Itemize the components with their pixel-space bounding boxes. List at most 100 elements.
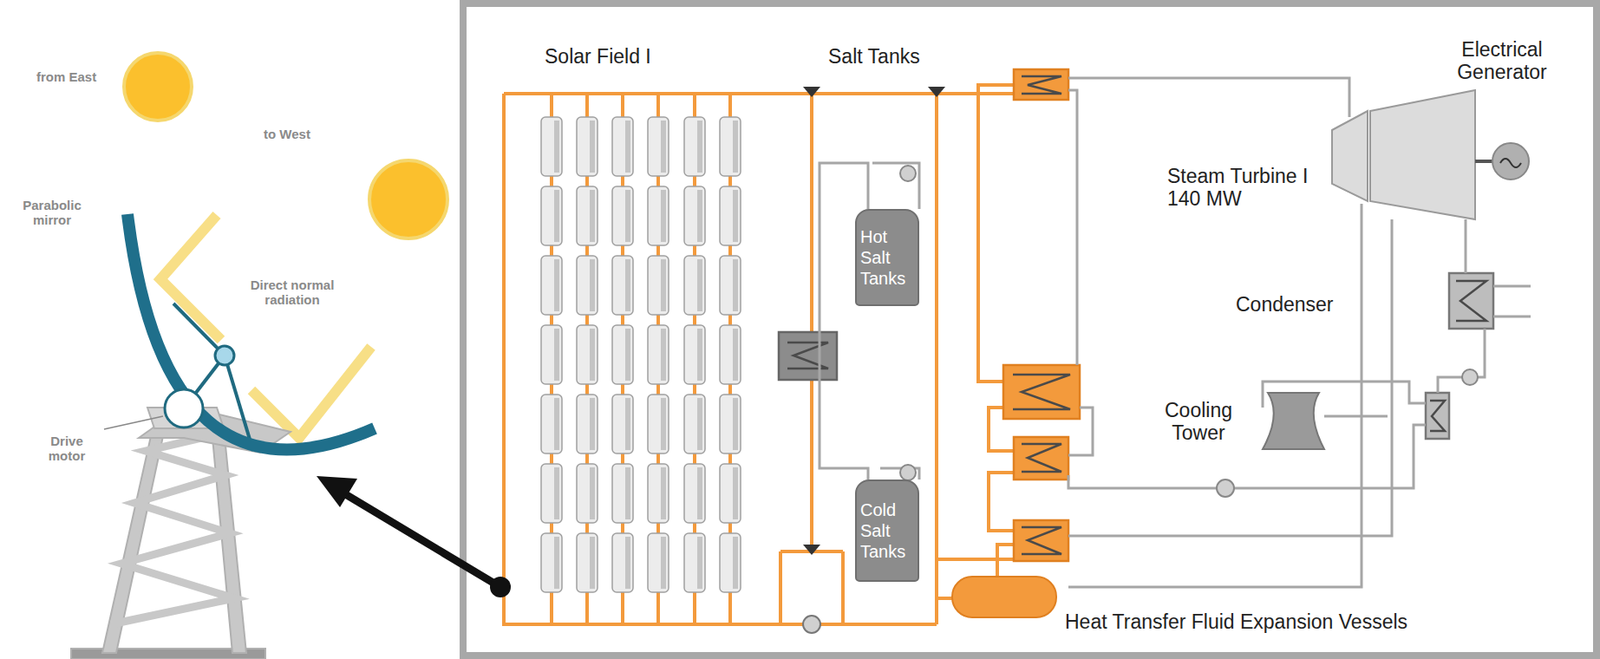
component-label: Solar Field I (544, 45, 652, 68)
collector-shade (697, 189, 703, 242)
collector (576, 117, 598, 177)
pump (900, 464, 916, 481)
collector-shade (589, 467, 595, 520)
collector-shade (554, 536, 560, 589)
collector-shade (554, 328, 560, 381)
component-label: Electrical Generator (1432, 38, 1572, 85)
collector-shade (589, 189, 595, 242)
collector-shade (554, 120, 560, 173)
collector (576, 533, 598, 593)
collector-shade (732, 328, 738, 381)
parabolic-mirror (127, 214, 375, 450)
collector-shade (697, 328, 703, 381)
collector (612, 394, 634, 454)
collector (647, 117, 669, 177)
pointer-arrow (342, 492, 501, 588)
collector-shade (625, 189, 631, 242)
illustration-label: Drive motor (36, 433, 98, 464)
expansion-vessel (952, 576, 1057, 618)
collector (719, 117, 741, 177)
cooling-tower (1262, 392, 1325, 450)
collector (576, 186, 598, 246)
pivot (215, 346, 235, 366)
collector (719, 186, 741, 246)
steam-turbine (1332, 90, 1494, 220)
collector (647, 394, 669, 454)
collector (576, 325, 598, 385)
pump (1216, 479, 1235, 497)
collector-shade (697, 120, 703, 173)
pump (900, 165, 916, 182)
illustration-label: Parabolic mirror (8, 197, 96, 229)
collector-shade (625, 120, 631, 173)
collector (719, 533, 741, 593)
collector (647, 463, 669, 523)
collector-shade (697, 536, 703, 589)
collector-shade (660, 467, 667, 520)
sun (124, 52, 192, 121)
collector (612, 533, 634, 593)
collector (684, 117, 706, 177)
pump (1462, 369, 1478, 386)
pointer-dot (489, 576, 511, 598)
collector-shade (732, 398, 738, 451)
collector (684, 463, 706, 523)
collector-shade (660, 398, 667, 451)
collector (612, 325, 634, 385)
collector-shade (660, 259, 667, 312)
generator (1492, 143, 1529, 180)
pointer-arrow-head (316, 476, 358, 508)
collector-array (541, 117, 741, 593)
collector-shade (660, 328, 667, 381)
collector (647, 533, 669, 593)
collector (647, 255, 669, 315)
collector-shade (589, 398, 595, 451)
collector (719, 325, 741, 385)
component-label: Steam Turbine I 140 MW (1167, 164, 1341, 211)
collector-shade (554, 189, 560, 242)
collector (541, 255, 562, 315)
collector (612, 186, 634, 246)
component-label: Salt Tanks (828, 45, 921, 68)
collector (541, 463, 562, 523)
collector (576, 394, 598, 454)
collector (684, 325, 706, 385)
collector (684, 394, 706, 454)
collector-shade (554, 467, 560, 520)
component-label: Condenser (1235, 293, 1334, 316)
collector-shade (732, 120, 738, 173)
collector (719, 255, 741, 315)
light-beams (160, 215, 372, 438)
collector-shade (589, 120, 595, 173)
collector (541, 533, 562, 593)
collector-shade (589, 259, 595, 312)
collector-shade (697, 467, 703, 520)
collector-shade (625, 398, 631, 451)
leader-line (104, 416, 164, 430)
collector-shade (732, 259, 738, 312)
collector (612, 255, 634, 315)
collector (612, 463, 634, 523)
salt-tank: Cold Salt Tanks (855, 479, 920, 582)
pump (803, 615, 821, 634)
illustration-label: Direct normal radiation (227, 277, 358, 308)
collector-shade (660, 120, 667, 173)
collector (719, 394, 741, 454)
collector-shade (697, 398, 703, 451)
collector-shade (660, 536, 667, 589)
drive-motor (164, 389, 203, 428)
collector (541, 394, 562, 454)
collector-shade (554, 259, 560, 312)
collector (684, 533, 706, 593)
htf-pipes (503, 84, 1014, 625)
steam-lines (872, 78, 1531, 588)
illustration-label: from East (36, 69, 97, 85)
collector (541, 325, 562, 385)
collector (576, 255, 598, 315)
collector-shade (732, 536, 738, 589)
collector (541, 186, 562, 246)
collector-shade (625, 259, 631, 312)
